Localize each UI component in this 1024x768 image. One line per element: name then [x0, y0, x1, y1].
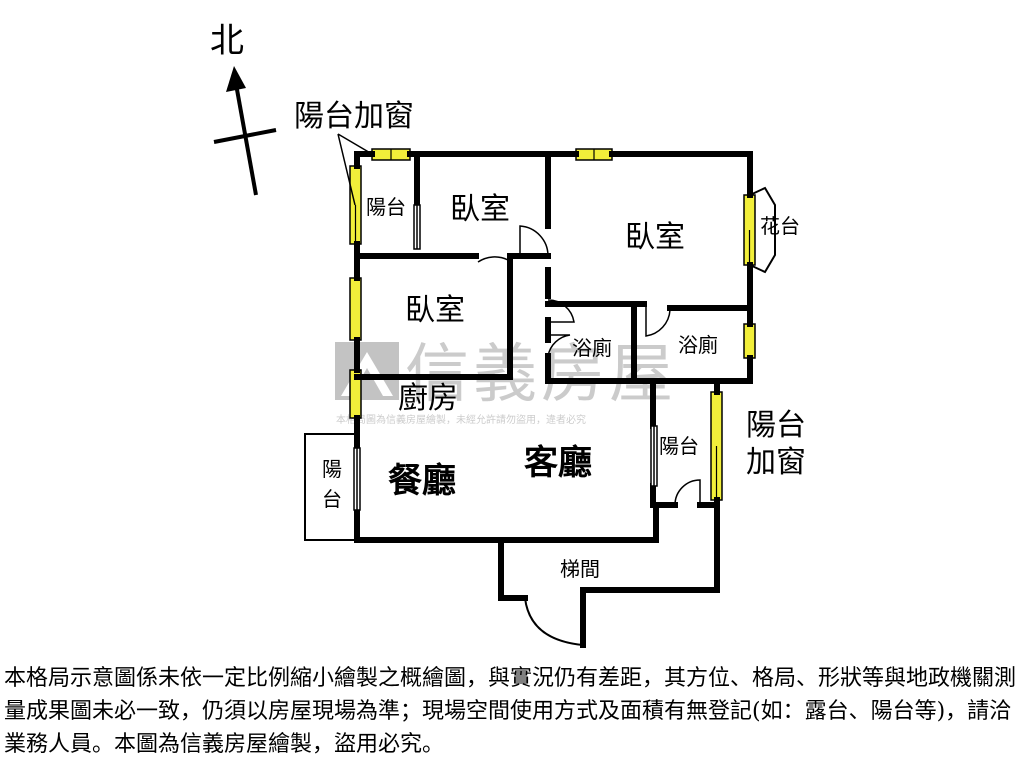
room-bath-1: 浴廁 — [572, 336, 612, 360]
balcony-window-e-callout: 陽台 加窗 — [746, 408, 806, 480]
compass: 北 — [210, 21, 277, 196]
disclaimer-text: 本格局示意圖係未依一定比例縮小繪製之概繪圖，與實況仍有差距，其方位、格局、形狀等… — [4, 666, 1017, 757]
room-labels: 陽台 臥室 臥室 花台 臥室 浴廁 浴廁 廚房 餐廳 客廳 陽台 陽 台 梯間 — [322, 192, 800, 581]
room-kitchen: 廚房 — [398, 381, 458, 416]
room-balcony-e: 陽台 — [659, 434, 699, 458]
room-bedroom-2: 臥室 — [625, 220, 685, 255]
label-balcony-window-nw: 陽台加窗 — [294, 99, 414, 134]
room-dining: 餐廳 — [388, 461, 456, 501]
room-bedroom-1: 臥室 — [450, 192, 510, 227]
stair-door-arc — [524, 597, 584, 646]
room-balcony-w-2: 台 — [322, 487, 342, 511]
balcony-window-nw-callout: 陽台加窗 — [294, 99, 414, 206]
room-living: 客廳 — [524, 443, 592, 483]
room-bath-2: 浴廁 — [678, 333, 718, 357]
window-bath-e — [743, 323, 756, 359]
watermark-notice: 本格局圖為信義房屋繪製，未經允許請勿盜用，違者必究 — [336, 413, 586, 426]
compass-crossbar — [213, 128, 277, 144]
room-planter: 花台 — [760, 214, 800, 238]
walls — [354, 151, 753, 648]
label-balcony-window-e-line2: 加窗 — [746, 445, 806, 480]
room-balcony-nw: 陽台 — [366, 195, 406, 219]
compass-north-label: 北 — [210, 21, 244, 61]
room-balcony-w-1: 陽 — [322, 457, 342, 481]
floor-plan: 信義房屋 本格局圖為信義房屋繪製，未經允許請勿盜用，違者必究 北 — [210, 21, 806, 648]
room-bedroom-3: 臥室 — [405, 293, 465, 328]
window-bedroom-w — [349, 277, 362, 341]
planter-frame — [749, 186, 776, 274]
balcony-west-frame — [304, 433, 357, 541]
label-balcony-window-e-line1: 陽台 — [746, 408, 806, 443]
compass-needle — [234, 83, 258, 196]
room-stairwell: 梯間 — [560, 557, 600, 581]
compass-arrowhead — [226, 66, 246, 92]
